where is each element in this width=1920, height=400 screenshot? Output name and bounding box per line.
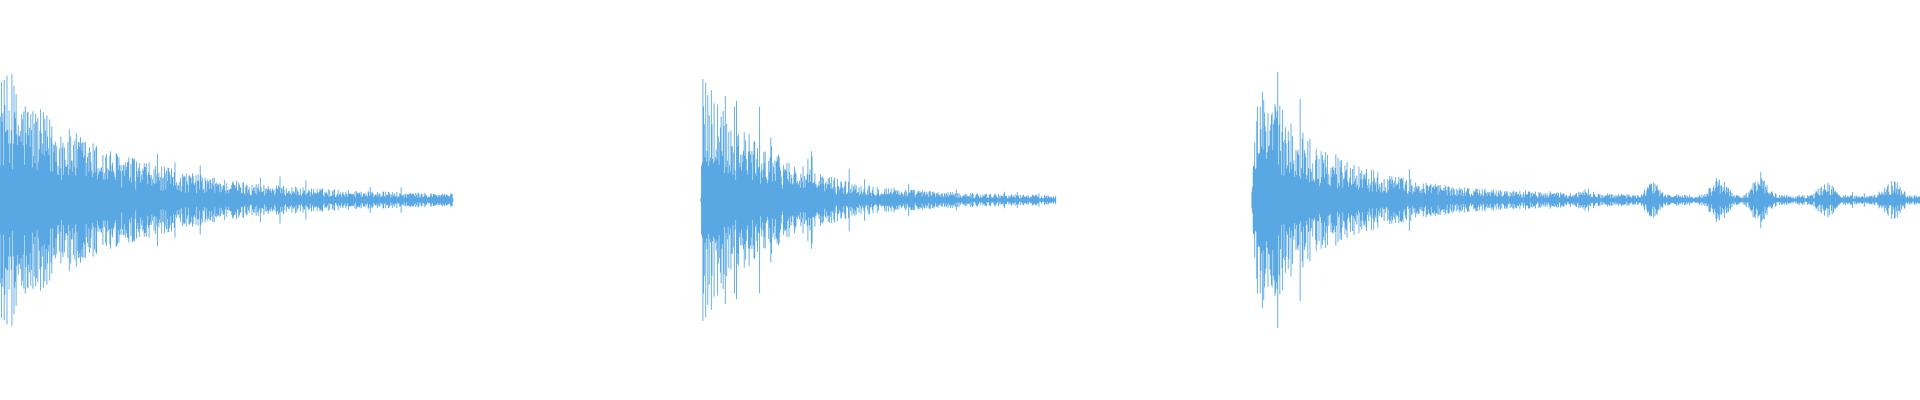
audio-clip-3[interactable] bbox=[1251, 72, 1920, 328]
audio-clip-1[interactable] bbox=[0, 74, 454, 326]
audio-clip-2[interactable] bbox=[700, 78, 1057, 322]
